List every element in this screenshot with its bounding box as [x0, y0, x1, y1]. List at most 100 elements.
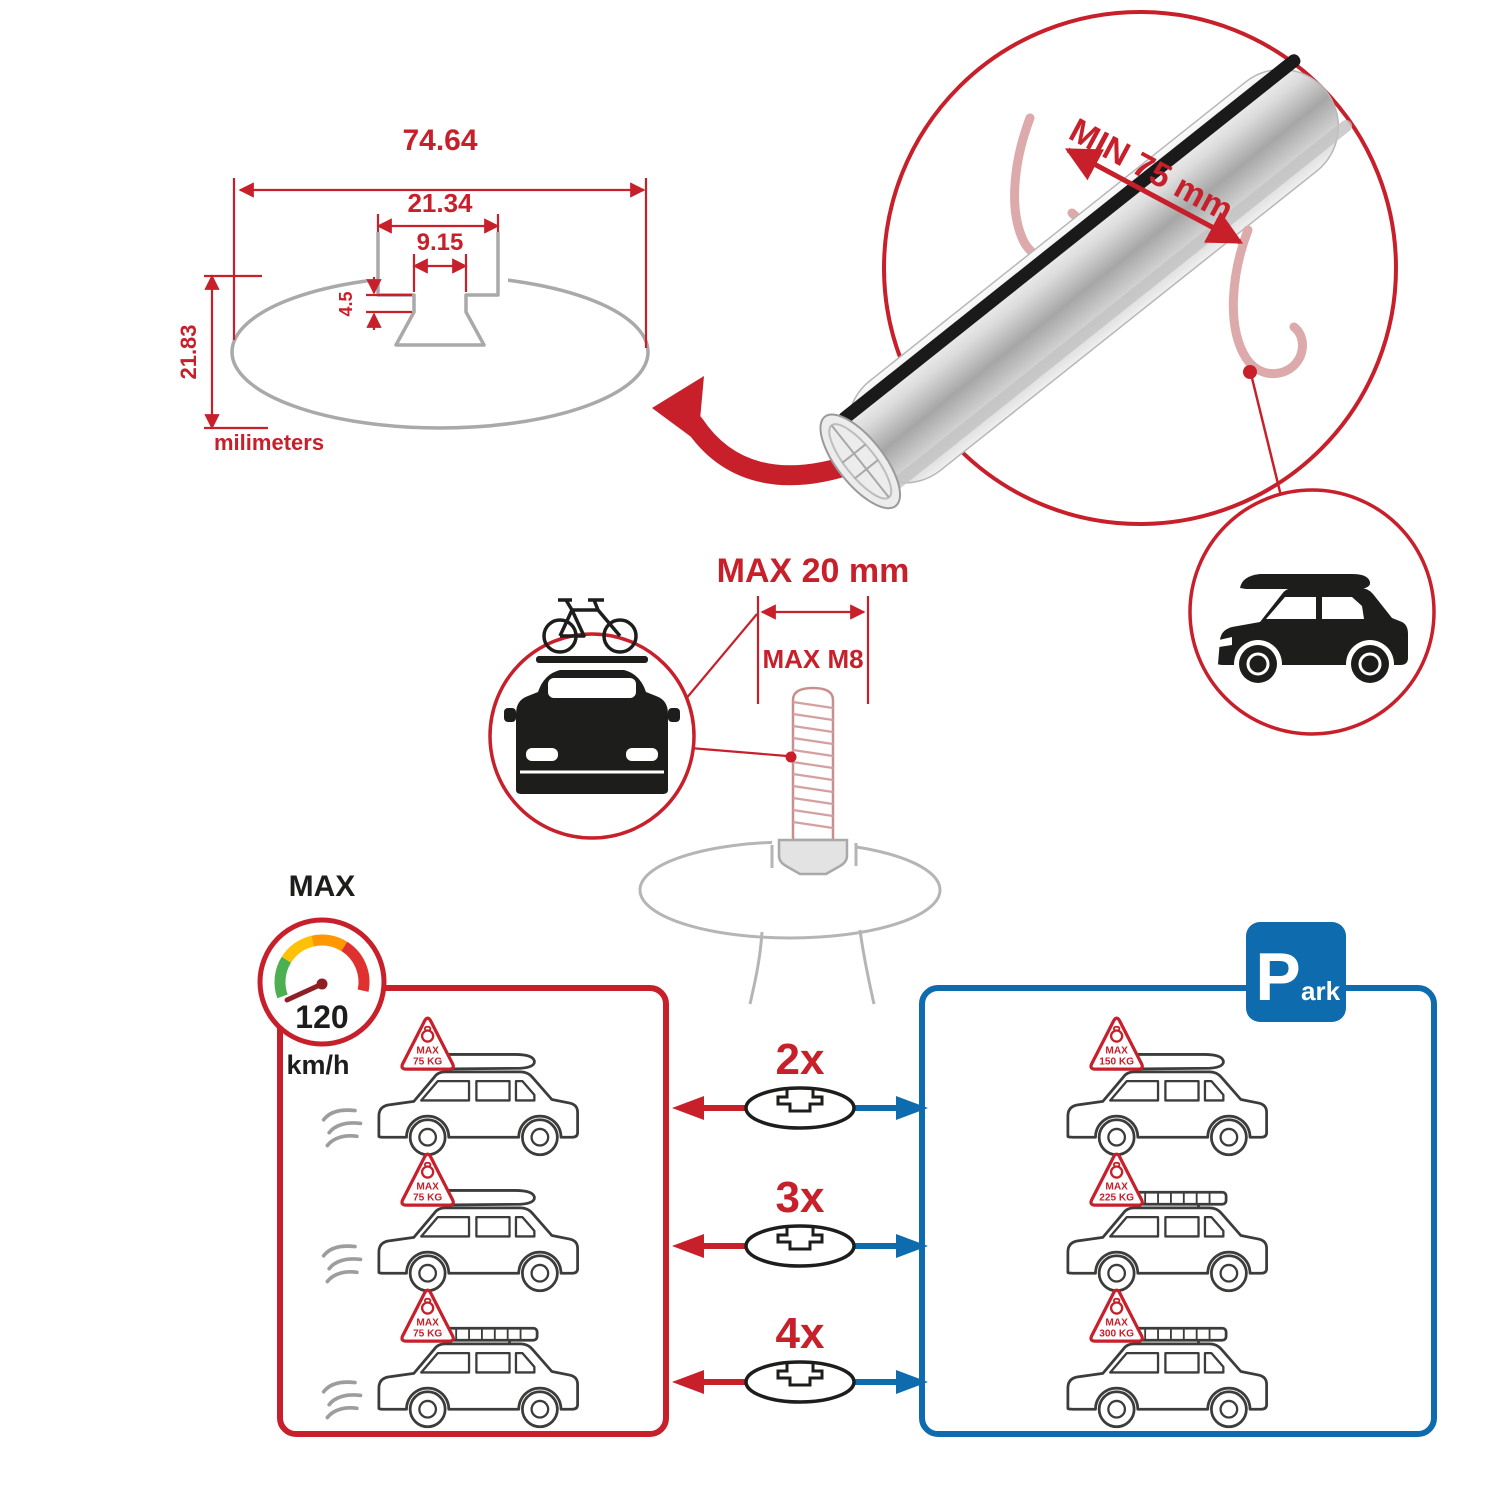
gauge-pivot — [316, 978, 328, 990]
channel-walls — [770, 843, 858, 868]
load-sign-line1: MAX — [416, 1318, 439, 1329]
arrow-left-red-head — [672, 1096, 704, 1120]
load-sign-line1: MAX — [1105, 1182, 1128, 1193]
crossbar-section-icon — [744, 1086, 856, 1130]
max-thread-label: MAX M8 — [762, 644, 863, 674]
dim-total-width: 74.64 — [232, 124, 648, 348]
speed-unit: km/h — [286, 1050, 349, 1080]
dim-lip-depth: 4.5 — [336, 277, 412, 330]
dim-channel-outer-label: 21.34 — [407, 188, 473, 218]
pointer-arrow — [652, 376, 868, 486]
car-window-front — [1266, 597, 1316, 619]
headlight — [1219, 637, 1232, 647]
bike-frame — [558, 598, 622, 638]
load-sign-line2: 75 KG — [413, 1057, 442, 1068]
parking-sign: P ark — [1246, 922, 1346, 1022]
bike-icon — [542, 598, 638, 654]
driving-car-1: MAX 75 KG — [321, 1016, 579, 1157]
arrow-left-red-head — [672, 1234, 704, 1258]
load-sign-line1: MAX — [416, 1046, 439, 1057]
roof-rack-bar — [536, 656, 648, 663]
suv-outline-icon — [1066, 1342, 1268, 1429]
suv-outline-icon — [1066, 1206, 1268, 1293]
dim-total-width-label: 74.64 — [402, 124, 477, 157]
driving-car-3: MAX 75 KG — [321, 1288, 579, 1429]
roof-box-silhouette — [1240, 574, 1371, 589]
suv-outline-icon — [1066, 1070, 1268, 1157]
clamp-hook-right — [1228, 225, 1307, 379]
bar-count-row-1: 2x — [672, 1035, 928, 1130]
suv-outline-icon — [377, 1070, 579, 1157]
foot-sketch — [748, 929, 876, 1005]
speed-lines-icon — [321, 1108, 363, 1148]
crossbar-end-ribs — [830, 424, 890, 498]
car-front-icon — [504, 656, 680, 794]
load-sign-line2: 75 KG — [413, 1193, 442, 1204]
speed-value: 120 — [295, 999, 348, 1035]
dim-extension-lines — [756, 596, 870, 704]
gauge-arc-red — [341, 941, 370, 992]
load-sign-line1: MAX — [1105, 1318, 1128, 1329]
t-bolt-icon — [777, 686, 849, 876]
profile-dimension-diagram: 74.64 21.34 9.15 4.5 21.83 milimeters — [176, 124, 650, 455]
load-sign-line2: 300 KG — [1099, 1329, 1134, 1340]
suv-outline-icon — [377, 1342, 579, 1429]
bolt-threads — [792, 700, 834, 830]
bar-count-label: 3x — [776, 1173, 825, 1222]
suv-outline-icon — [377, 1206, 579, 1293]
dim-total-height: 21.83 — [176, 274, 268, 430]
parked-car-3: MAX 300 KG — [1066, 1288, 1268, 1429]
speed-lines-icon — [321, 1380, 363, 1420]
parking-sign-plate — [1246, 922, 1346, 1022]
load-sign-line2: 150 KG — [1099, 1057, 1134, 1068]
max-width-label: MAX 20 mm — [717, 552, 910, 590]
crossbar-section-icon — [744, 1224, 856, 1268]
headlight-right — [626, 748, 658, 761]
wheel-rear — [1351, 645, 1389, 683]
min-span-arrow — [1064, 147, 1244, 245]
wheel-front-rim — [1246, 652, 1270, 676]
callout-line — [1250, 377, 1283, 497]
bike-car-badge — [488, 598, 696, 840]
arrow-left-red-head — [672, 1370, 704, 1394]
callout-dot — [785, 751, 797, 763]
wheel-rear-rim — [1358, 652, 1382, 676]
load-sign: MAX 150 KG — [1089, 1016, 1144, 1071]
units-label: milimeters — [214, 430, 324, 455]
headlight-left — [526, 748, 558, 761]
driving-box — [277, 985, 669, 1437]
load-sign: MAX 75 KG — [400, 1016, 455, 1071]
arrow-right-blue-head — [896, 1370, 928, 1394]
gauge-arc-orange — [311, 934, 348, 952]
parking-box — [919, 985, 1437, 1437]
parking-sign-letter: P — [1255, 939, 1300, 1015]
suv-roofbox-icon — [1218, 574, 1408, 688]
speed-lines-icon — [321, 1244, 363, 1284]
mirror-left — [504, 708, 516, 722]
load-sign: MAX 225 KG — [1089, 1152, 1144, 1207]
callout-lines — [684, 613, 788, 758]
load-sign: MAX 75 KG — [400, 1152, 455, 1207]
load-sign: MAX 75 KG — [400, 1288, 455, 1343]
bike-wheel-rear — [602, 618, 638, 654]
pointer-arrow-tail — [684, 414, 868, 486]
gauge-arc-yellow — [281, 935, 315, 963]
driving-car-2: MAX 75 KG — [321, 1152, 579, 1293]
load-sign-line1: MAX — [1105, 1046, 1128, 1057]
dim-channel-outer: 21.34 — [376, 188, 500, 234]
callout-dot — [1243, 365, 1257, 379]
arrow-right-blue-head — [896, 1234, 928, 1258]
speed-max-label: MAX — [289, 870, 356, 903]
dim-channel-inner-label: 9.15 — [417, 229, 464, 256]
load-sign-line2: 225 KG — [1099, 1193, 1134, 1204]
crossbar-section-icon — [744, 1360, 856, 1404]
arrow-right-blue-head — [896, 1096, 928, 1120]
detail-circle — [882, 10, 1398, 526]
pointer-arrow-head — [652, 376, 704, 442]
dim-extension-lines — [204, 274, 268, 430]
wheel-front — [1239, 645, 1277, 683]
parking-sign-suffix: ark — [1301, 976, 1341, 1006]
t-nut-head — [777, 838, 849, 876]
